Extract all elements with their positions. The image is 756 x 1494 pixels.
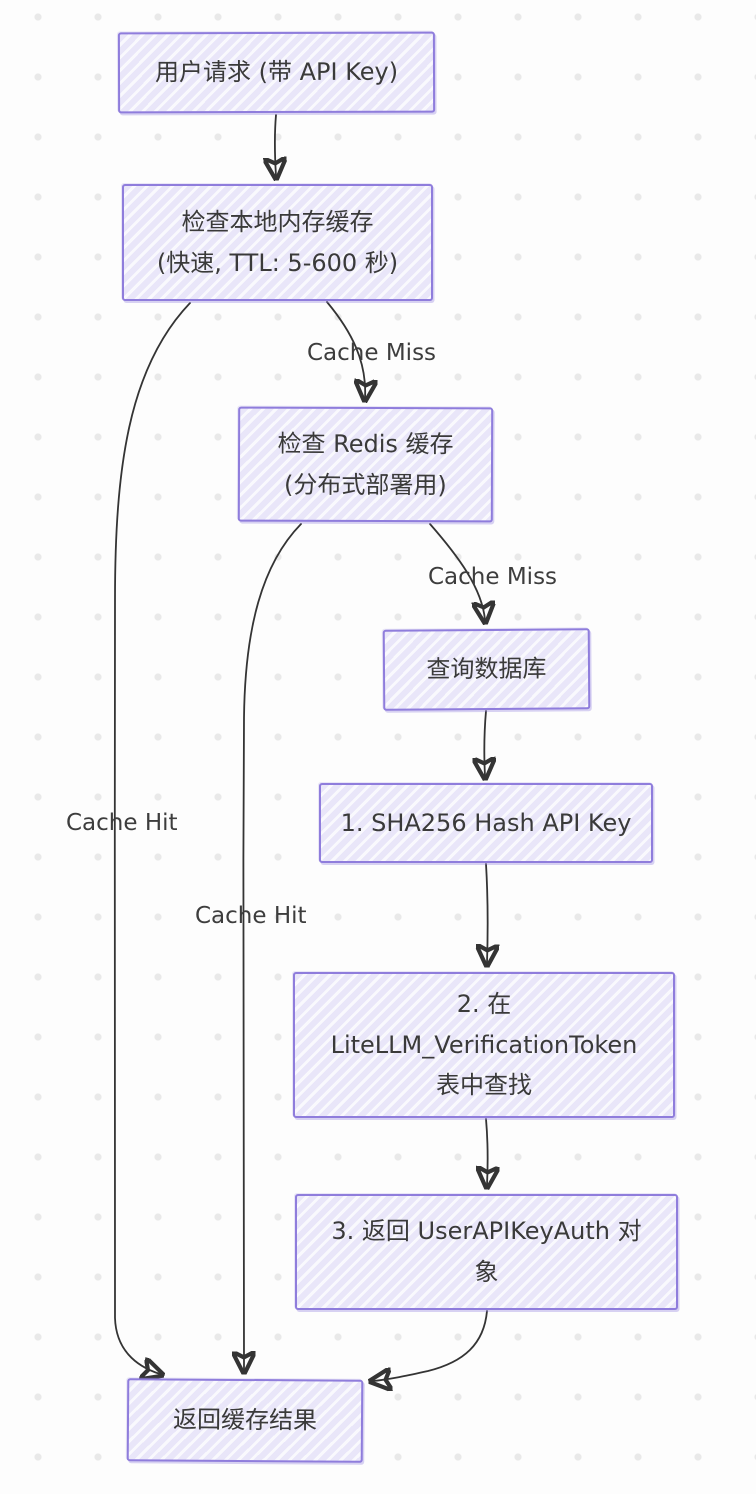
node-check-local-cache: 检查本地内存缓存 (快速, TTL: 5-600 秒) [122, 184, 433, 301]
node-user-request: 用户请求 (带 API Key) [117, 31, 436, 114]
node-check-redis-cache-label: 检查 Redis 缓存 (分布式部署用) [277, 429, 454, 499]
node-verification-token-lookup: 2. 在 LiteLLM_VerificationToken 表中查找 [293, 972, 675, 1118]
edge-label-cache-miss-local: Cache Miss [307, 340, 437, 366]
node-sha256-hash: 1. SHA256 Hash API Key [319, 783, 653, 863]
node-user-request-label: 用户请求 (带 API Key) [154, 57, 399, 87]
node-sha256-hash-label: 1. SHA256 Hash API Key [340, 808, 632, 837]
node-return-cached-result: 返回缓存结果 [126, 1378, 364, 1463]
edge-return-auth-to-return-cached [373, 1310, 488, 1381]
node-return-cached-result-label: 返回缓存结果 [172, 1405, 318, 1435]
node-check-local-cache-label: 检查本地内存缓存 (快速, TTL: 5-600 秒) [156, 207, 399, 277]
edge-label-cache-miss-redis: Cache Miss [428, 564, 558, 590]
edge-label-cache-hit-redis: Cache Hit [195, 903, 307, 929]
edge-redis-cache-to-return-cached [243, 523, 302, 1370]
edge-query-database-to-sha256 [484, 710, 486, 776]
node-return-userapikeyauth-label: 3. 返回 UserAPIKeyAuth 对 象 [331, 1217, 642, 1286]
node-check-redis-cache: 检查 Redis 缓存 (分布式部署用) [237, 406, 494, 523]
edge-local-cache-to-return-cached [113, 302, 191, 1374]
edge-label-cache-hit-local: Cache Hit [66, 810, 178, 836]
node-return-userapikeyauth: 3. 返回 UserAPIKeyAuth 对 象 [295, 1194, 678, 1310]
node-query-database: 查询数据库 [382, 628, 591, 711]
node-query-database-label: 查询数据库 [426, 654, 547, 684]
edge-token-lookup-to-return-auth [486, 1118, 488, 1185]
edge-sha256-to-token-lookup [486, 863, 488, 963]
edge-user-request-to-local-cache [275, 114, 276, 176]
node-verification-token-lookup-label: 2. 在 LiteLLM_VerificationToken 表中查找 [330, 989, 638, 1100]
